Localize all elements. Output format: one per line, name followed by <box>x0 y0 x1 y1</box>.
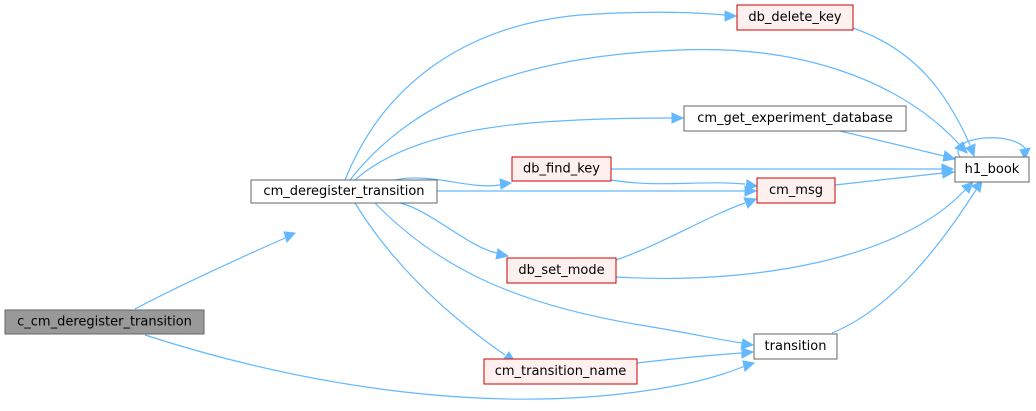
edge-cm-deregister-transition-to-db-delete-key <box>344 10 738 181</box>
edge-cm-deregister-transition-to-db-set-mode <box>399 202 510 260</box>
edge-cm-transition-name-to-transition <box>636 347 755 364</box>
edge-cm-deregister-transition-to-cm-transition-name <box>354 202 516 363</box>
node-db-find-key[interactable]: db_find_key <box>511 156 612 182</box>
node-cm-msg[interactable]: cm_msg <box>756 177 836 204</box>
node-label: db_find_key <box>523 162 600 177</box>
edge-cm-deregister-transition-to-cm-msg <box>437 185 758 197</box>
edge-db-find-key-to-cm-msg <box>610 179 759 191</box>
edge-transition-to-h1-book <box>831 180 983 334</box>
edge-cm-deregister-transition-to-cm-get-experiment-database <box>354 112 685 181</box>
edge-cm-deregister-transition-to-h1-book-top <box>349 48 968 181</box>
edge-h1-book-self-loop <box>957 137 1031 161</box>
node-c-cm-deregister-transition[interactable]: c_cm_deregister_transition <box>4 309 205 335</box>
node-transition[interactable]: transition <box>753 333 838 360</box>
node-label: db_set_mode <box>518 263 604 278</box>
node-label: h1_book <box>965 162 1020 177</box>
node-cm-get-experiment-database[interactable]: cm_get_experiment_database <box>683 105 907 132</box>
edge-db-find-key-to-h1-book <box>611 163 955 175</box>
edge-db-set-mode-to-h1-book <box>615 181 974 279</box>
edge-cm-deregister-transition-to-transition <box>374 202 755 350</box>
node-label: cm_deregister_transition <box>263 184 424 199</box>
node-db-delete-key[interactable]: db_delete_key <box>736 4 854 31</box>
node-label: c_cm_deregister_transition <box>17 315 192 330</box>
edge-db-delete-key-to-h1-book <box>849 26 976 158</box>
node-label: cm_msg <box>769 183 823 198</box>
edge-cm-msg-to-h1-book <box>834 167 956 186</box>
edge-cm-deregister-transition-to-db-find-key <box>394 177 513 190</box>
edge-c-cm-deregister-transition-to-transition <box>144 334 756 400</box>
edge-cm-get-experiment-database-to-h1-book <box>839 130 957 162</box>
node-label: cm_get_experiment_database <box>697 111 893 126</box>
node-label: cm_transition_name <box>495 364 627 379</box>
node-cm-deregister-transition[interactable]: cm_deregister_transition <box>250 179 438 204</box>
node-label: db_delete_key <box>748 10 842 25</box>
edge-db-set-mode-to-cm-msg <box>615 197 758 261</box>
node-cm-transition-name[interactable]: cm_transition_name <box>483 358 638 385</box>
node-h1-book[interactable]: h1_book <box>954 156 1030 183</box>
node-db-set-mode[interactable]: db_set_mode <box>506 257 617 284</box>
edge-c-cm-deregister-transition-to-cm-deregister-transition <box>134 231 297 310</box>
node-label: transition <box>765 339 827 354</box>
